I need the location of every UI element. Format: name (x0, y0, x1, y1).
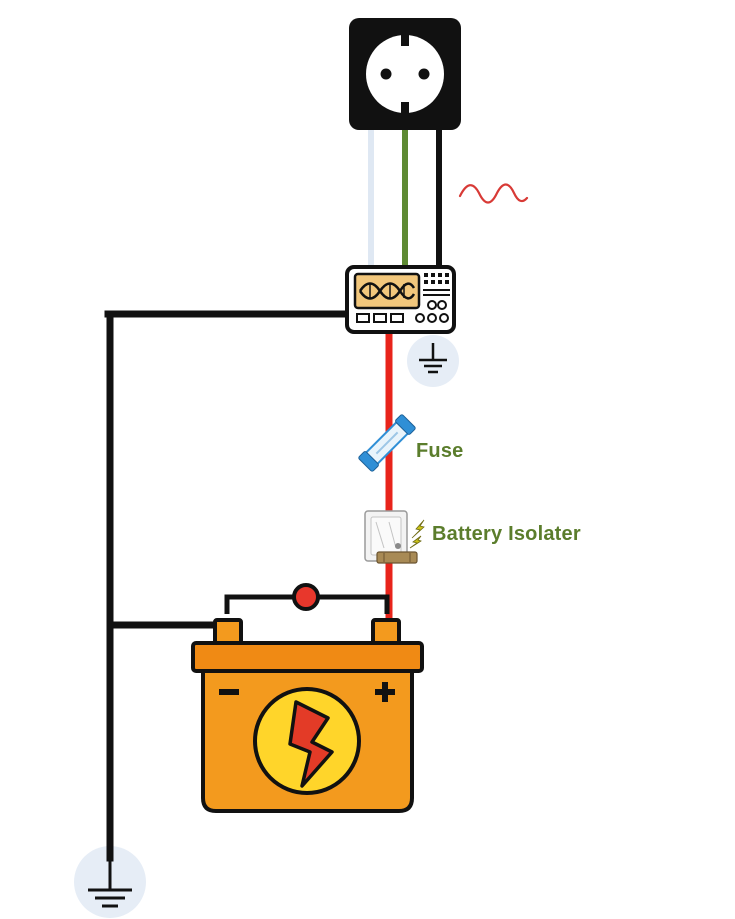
spark-icon (409, 519, 425, 549)
plus-icon (375, 682, 395, 702)
minus-icon (219, 689, 239, 695)
fuse-label: Fuse (416, 440, 464, 462)
fuse-icon (358, 414, 416, 472)
inverter-charger-icon (345, 265, 456, 334)
lightning-bolt-icon (253, 687, 361, 795)
ground-icon-inverter (407, 335, 459, 387)
wall-socket-icon (349, 18, 461, 130)
ground-icon-earth (88, 858, 132, 908)
indicator-lamp (292, 583, 320, 611)
negative-ground-wire (104, 310, 354, 862)
battery-isolator-label: Battery Isolater (432, 523, 581, 545)
battery-isolator-switch-icon (364, 510, 418, 564)
sine-wave-icon (458, 183, 529, 204)
